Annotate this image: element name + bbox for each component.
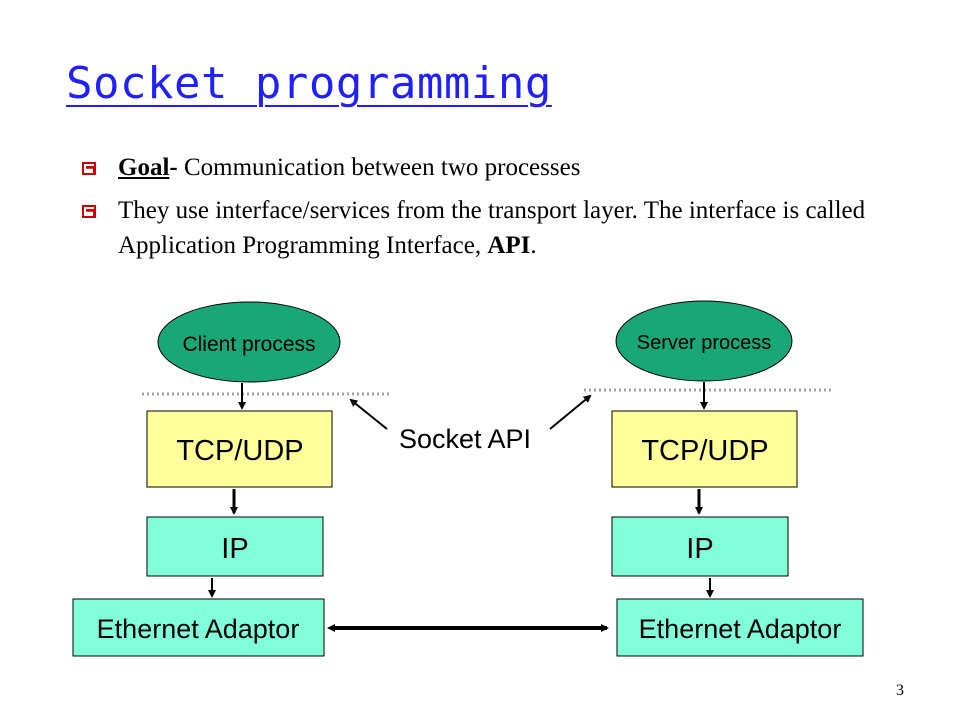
bullet-goal: Goal- Communication between two processe…: [82, 150, 922, 185]
client-ethernet-box: [72, 598, 325, 657]
server-process-ellipse: [615, 300, 793, 382]
slide-title: Socket programming: [66, 58, 552, 109]
bullet-square-icon: [82, 162, 96, 175]
interface-text: They use interface/services from the tra…: [118, 197, 866, 259]
goal-text: Communication between two processes: [177, 154, 581, 181]
goal-lead: Goal: [118, 154, 170, 181]
client-ethernet-label: Ethernet Adaptor: [97, 614, 300, 644]
client-tcp-udp-label: TCP/UDP: [176, 435, 303, 467]
server-ethernet-box: [616, 598, 864, 657]
socket-api-label: Socket API: [399, 424, 531, 454]
client-process-ellipse: [157, 301, 341, 383]
client-process-label: Client process: [182, 333, 315, 356]
goal-lead-suffix: -: [169, 154, 178, 181]
server-ethernet-label: Ethernet Adaptor: [639, 614, 842, 644]
client-ip-box: [146, 516, 324, 577]
socket-api-pointer-left: [349, 398, 388, 430]
bullet-list: Goal- Communication between two processe…: [82, 150, 922, 271]
client-ip-label: IP: [221, 533, 248, 565]
socket-api-pointer-right: [549, 394, 592, 430]
bullet-square-icon: [82, 205, 96, 218]
server-ip-label: IP: [686, 533, 713, 565]
client-tcp-udp-box: [146, 410, 333, 488]
bullet-interface: They use interface/services from the tra…: [82, 193, 922, 263]
page-number: 3: [896, 682, 904, 699]
server-tcp-udp-label: TCP/UDP: [641, 435, 768, 467]
server-ip-box: [611, 516, 789, 577]
interface-text-end: .: [530, 232, 537, 259]
server-tcp-udp-box: [611, 410, 798, 488]
api-emphasis: API: [487, 232, 531, 259]
server-process-label: Server process: [637, 332, 772, 354]
